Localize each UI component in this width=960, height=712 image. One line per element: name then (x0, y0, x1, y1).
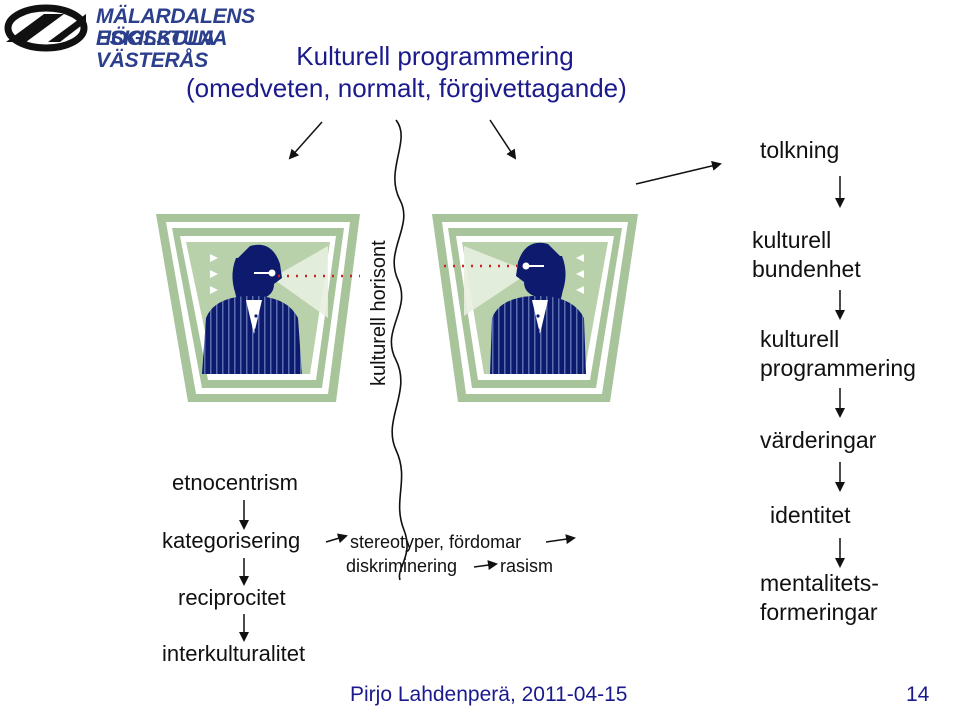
right-chain-kulturell-bundenhet: kulturell bundenhet (752, 227, 861, 282)
fordomar-arrow (545, 534, 576, 545)
left-chain-interkulturalitet: interkulturalitet (162, 641, 306, 666)
middle-chain-rasism: rasism (500, 556, 553, 576)
footer-author: Pirjo Lahdenperä, 2011-04-15 (350, 683, 628, 706)
tolkning-arrow (635, 160, 722, 185)
page-title: Kulturell programmering (0, 40, 870, 73)
right-chain-identitet: identitet (770, 502, 851, 528)
right-chain-tolkning: tolkning (760, 137, 840, 163)
middle-chain-diskriminering: diskriminering (346, 556, 458, 576)
left-chain-kategorisering: kategorisering (162, 528, 301, 553)
left-chain-reciprocitet: reciprocitet (178, 585, 286, 610)
right-chain-varderingar: värderingar (760, 427, 877, 453)
kategorisering-arrow (325, 533, 348, 544)
person-looking-left-icon (432, 214, 638, 402)
middle-chain-stereotyper: stereotyper, fördomar (350, 532, 522, 552)
horizon-label: kulturell horisont (368, 240, 390, 386)
title-arrow-right (489, 119, 517, 160)
page-number: 14 (906, 683, 930, 706)
university-logo-icon (4, 4, 88, 52)
horizon-wavy-line (390, 119, 408, 581)
person-looking-right-icon (156, 214, 360, 402)
left-chain-etnocentrism: etnocentrism (172, 470, 298, 495)
title-arrow-left (288, 121, 323, 160)
university-name-line2: ESKILSTUNA VÄSTERÅS (96, 27, 227, 72)
page-title-line1: Kulturell programmering (296, 41, 574, 71)
right-chain-kulturell-programmering: kulturell programmering (760, 326, 916, 381)
university-logo: MÄLARDALENS HÖGSKOLA ESKILSTUNA VÄSTERÅS (4, 4, 294, 72)
university-name-line1: MÄLARDALENS HÖGSKOLA (96, 5, 255, 50)
page-subtitle: (omedveten, normalt, förgivettagande) (186, 73, 627, 103)
right-chain-mentalitetsformeringar: mentalitets- formeringar (760, 570, 879, 625)
diskriminering-arrow (473, 560, 498, 571)
